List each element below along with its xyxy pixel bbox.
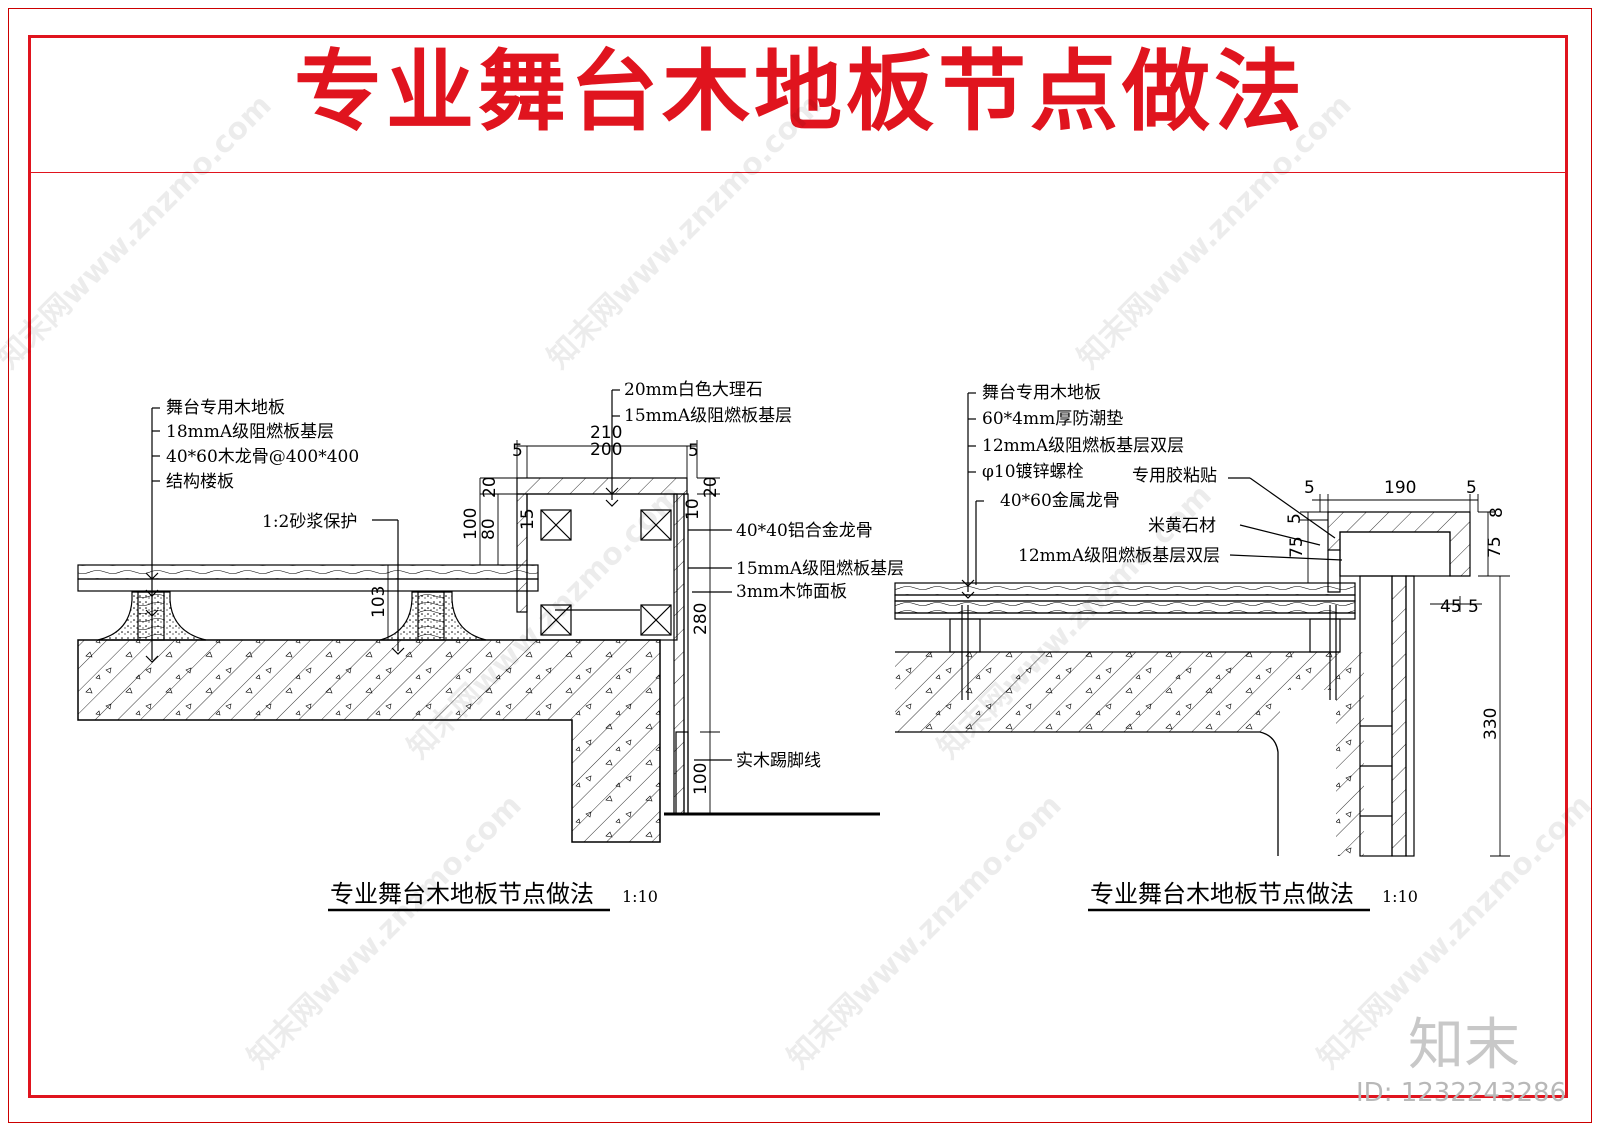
left-dim-100b: 100 (691, 763, 711, 795)
outer-border (8, 8, 1592, 1123)
right-label-flame-board: 12mmA级阻燃板基层双层 (982, 436, 1184, 456)
left-dim-200: 200 (590, 440, 622, 460)
left-label-structural-slab: 结构楼板 (166, 472, 234, 492)
left-scale: 1:10 (622, 887, 658, 906)
left-dim-5b: 5 (688, 441, 699, 461)
left-alu-keel (640, 604, 672, 636)
left-label-skirting: 实木踢脚线 (736, 751, 821, 771)
right-dim-75b: 75 (1485, 536, 1505, 558)
right-dim-5d: 5 (1468, 597, 1479, 617)
right-dim-45: 45 (1440, 597, 1462, 617)
right-vertical-stack (1359, 575, 1393, 857)
left-dim-210: 210 (590, 423, 622, 443)
right-flame-board (894, 600, 1356, 614)
left-marble-cap (516, 477, 688, 495)
right-label-moisture-pad: 60*4mm厚防潮垫 (982, 409, 1123, 429)
right-metal-keel (1309, 618, 1341, 653)
left-label-stage-floor: 舞台专用木地板 (166, 398, 285, 418)
left-flame-board (77, 578, 539, 592)
right-detail (894, 392, 1510, 912)
right-dim-5c: 5 (1285, 513, 1305, 524)
left-dim-10: 10 (683, 498, 703, 520)
left-alu-keel (640, 509, 672, 541)
left-label-timber-joist: 40*60木龙骨@400*400 (166, 447, 359, 467)
watermark: 知末网www.znzmo.com (0, 88, 279, 376)
left-dim-103: 103 (369, 586, 389, 618)
right-label-stage-floor: 舞台专用木地板 (982, 383, 1101, 403)
right-stone-inner (1339, 531, 1451, 577)
title-bar (28, 35, 1568, 173)
right-labels: 舞台专用木地板 60*4mm厚防潮垫 12mmA级阻燃板基层双层 φ10镀锌螺栓… (982, 383, 1507, 908)
left-timber-joist (417, 591, 445, 641)
right-dim-190: 190 (1384, 478, 1416, 498)
left-label-alu-keel: 40*40铝合金龙骨 (736, 521, 873, 541)
left-timber-joist (137, 591, 165, 641)
left-dim-80: 80 (479, 518, 499, 540)
left-dim-20b: 20 (701, 476, 721, 498)
right-label-bolt: φ10镀锌螺栓 (982, 462, 1084, 482)
left-label-board15b: 15mmA级阻燃板基层 (736, 559, 904, 579)
left-dim-5a: 5 (512, 441, 523, 461)
left-dim-280: 280 (691, 603, 711, 635)
left-dim-20a: 20 (480, 476, 500, 498)
left-label-mortar: 1:2砂浆保护 (262, 512, 357, 532)
watermark: 知末网www.znzmo.com (781, 788, 1069, 1076)
right-vertical-board (1391, 575, 1407, 857)
right-label-metal-keel: 40*60金属龙骨 (1000, 491, 1120, 511)
sheet-title: 专业舞台木地板节点做法 (293, 40, 1306, 143)
left-dim-15: 15 (518, 508, 538, 530)
right-metal-keel (949, 618, 981, 653)
left-dim-100: 100 (461, 508, 481, 540)
left-alu-keel (540, 509, 572, 541)
watermark: 知末网www.znzmo.com (1071, 88, 1359, 376)
right-label-stone: 米黄石材 (1148, 516, 1216, 536)
left-stage-wood-floor (77, 564, 539, 580)
right-label-board12: 12mmA级阻燃板基层双层 (1018, 546, 1220, 566)
right-dim-75a: 75 (1287, 536, 1307, 558)
left-alu-keel (540, 604, 572, 636)
right-dim-330: 330 (1481, 708, 1501, 740)
right-scale: 1:10 (1382, 887, 1418, 906)
watermark: 知末网www.znzmo.com (541, 88, 829, 376)
asset-id: ID: 1232243286 (1356, 1078, 1567, 1108)
right-stone-edge (1327, 511, 1471, 577)
left-label-veneer: 3mm木饰面板 (736, 582, 847, 602)
drawing-frame (28, 35, 1568, 1098)
right-dim-5a: 5 (1304, 478, 1315, 498)
znzmo-logo: 知末 (1408, 1013, 1520, 1078)
left-detail (77, 389, 880, 912)
left-label-marble: 20mm白色大理石 (624, 380, 763, 400)
right-dim-8: 8 (1487, 507, 1507, 518)
left-labels: 舞台专用木地板 18mmA级阻燃板基层 40*60木龙骨@400*400 结构楼… (166, 380, 904, 908)
right-label-glue: 专用胶粘贴 (1132, 466, 1217, 486)
left-caption: 专业舞台木地板节点做法 (330, 880, 594, 908)
watermark: 知末网www.znzmo.com (241, 788, 529, 1076)
right-dim-5b: 5 (1466, 478, 1477, 498)
left-label-board15: 15mmA级阻燃板基层 (624, 406, 792, 426)
right-caption: 专业舞台木地板节点做法 (1090, 880, 1354, 908)
left-label-flame-board: 18mmA级阻燃板基层 (166, 422, 334, 442)
